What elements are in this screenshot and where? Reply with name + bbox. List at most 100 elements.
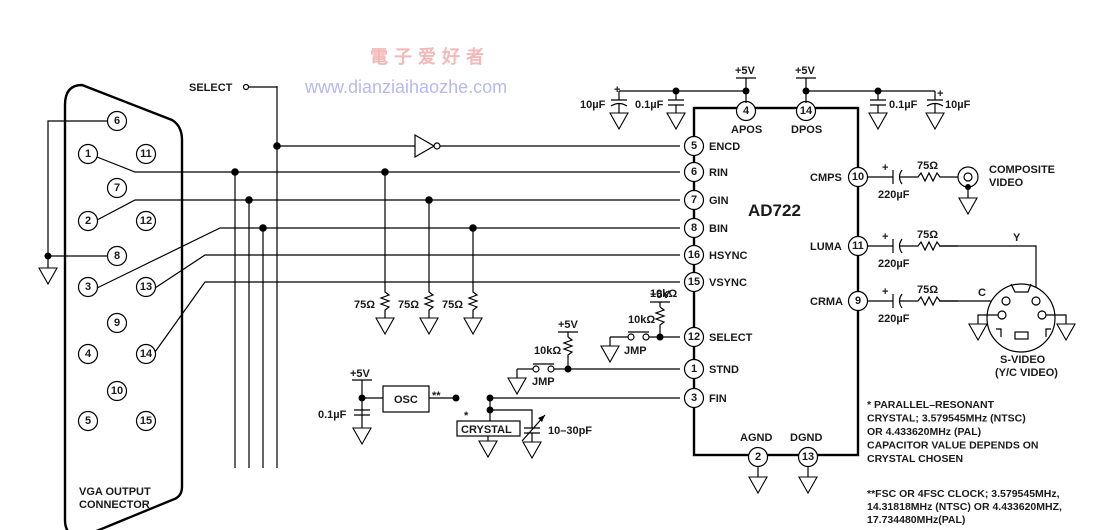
- svg-text:11: 11: [140, 148, 152, 160]
- svg-text:75Ω: 75Ω: [398, 299, 419, 311]
- wire-hsync: [154, 254, 680, 289]
- wire-gin: [96, 199, 680, 221]
- vga-title-line2: CONNECTOR: [79, 499, 150, 511]
- crystal-note-line: CAPACITOR VALUE DEPENDS ON: [867, 440, 1039, 452]
- ground-icon: [748, 476, 768, 494]
- vga-pin-6: 6: [106, 110, 128, 132]
- supply-select-label: +5V: [650, 289, 671, 301]
- svg-text:15: 15: [688, 276, 700, 288]
- vga-pin-7: 7: [106, 177, 128, 199]
- svg-text:*: *: [464, 410, 469, 422]
- vga-pin-13: 13: [135, 276, 157, 298]
- svg-text:VIDEO: VIDEO: [989, 177, 1024, 189]
- svg-text:APOS: APOS: [731, 124, 762, 136]
- svg-text:FIN: FIN: [709, 393, 727, 405]
- svg-text:6: 6: [691, 166, 697, 178]
- svg-text:75Ω: 75Ω: [442, 299, 463, 311]
- clock-note-line: 17.734480MHz(PAL): [867, 514, 965, 526]
- svg-text:CRYSTAL: CRYSTAL: [461, 424, 512, 436]
- chip-pin-cmps: 10 CMPS: [810, 166, 869, 188]
- svg-text:COMPOSITE: COMPOSITE: [989, 164, 1055, 176]
- svg-text:AGND: AGND: [740, 432, 772, 444]
- svg-text:10µF: 10µF: [580, 99, 606, 111]
- svg-text:+: +: [882, 286, 888, 298]
- vga-pin-11: 11: [135, 143, 157, 165]
- svg-text:RIN: RIN: [709, 167, 728, 179]
- select-terminal-icon: [242, 83, 250, 91]
- svg-text:+: +: [614, 84, 620, 96]
- vga-pin-10: 10: [106, 380, 128, 402]
- svg-text:9: 9: [855, 295, 861, 307]
- osc-box: [382, 385, 430, 413]
- termination-resistors: 75Ω 75Ω 75Ω: [354, 168, 483, 335]
- termination-resistor: 75Ω: [354, 168, 395, 335]
- wire-bin: [96, 227, 680, 289]
- pullup-select: 10kΩ JMP 10kΩ: [600, 288, 680, 363]
- svg-text:10kΩ: 10kΩ: [628, 314, 655, 326]
- svg-text:3: 3: [85, 281, 91, 293]
- wire-vsync: [154, 281, 680, 353]
- svg-text:5: 5: [85, 415, 91, 427]
- svg-text:LUMA: LUMA: [810, 241, 842, 253]
- vga-pin-14: 14: [135, 343, 157, 365]
- crystal-note-line: CRYSTAL; 3.579545MHz (NTSC): [867, 413, 1026, 425]
- svg-text:16: 16: [688, 249, 700, 261]
- vga-pin-5: 5: [77, 410, 99, 432]
- svg-text:3: 3: [691, 392, 697, 404]
- vga-pin-3: 3: [77, 276, 99, 298]
- termination-resistor: 75Ω: [442, 224, 483, 335]
- watermark-chinese: 電子爱好者: [370, 46, 490, 68]
- svg-text:**: **: [432, 390, 441, 402]
- inverter-icon: [414, 133, 436, 159]
- svg-text:0.1µF: 0.1µF: [635, 99, 664, 111]
- svg-text:GIN: GIN: [709, 195, 729, 207]
- svg-text:1: 1: [691, 363, 697, 375]
- svg-text:+: +: [882, 162, 888, 174]
- svg-text:10: 10: [852, 171, 864, 183]
- svg-text:75Ω: 75Ω: [917, 229, 938, 241]
- notes: * PARALLEL–RESONANT CRYSTAL; 3.579545MHz…: [867, 399, 1062, 526]
- vga-pin-8: 8: [106, 245, 128, 267]
- svg-text:12: 12: [140, 215, 152, 227]
- svg-text:8: 8: [691, 222, 697, 234]
- vga-gnd-wire: [47, 120, 108, 268]
- svg-text:7: 7: [114, 182, 120, 194]
- svg-text:14: 14: [140, 348, 153, 360]
- svg-text:S-VIDEO: S-VIDEO: [1000, 354, 1046, 366]
- svg-text:10: 10: [111, 385, 123, 397]
- svg-text:+5V: +5V: [558, 319, 579, 331]
- vga-pin-9: 9: [106, 312, 128, 334]
- svg-text:4: 4: [743, 105, 750, 117]
- svg-text:ENCD: ENCD: [709, 141, 740, 153]
- ground-icon: [38, 267, 58, 285]
- svg-text:DGND: DGND: [790, 432, 822, 444]
- svg-text:13: 13: [140, 281, 152, 293]
- select-input-label: SELECT: [189, 82, 233, 94]
- vga-pin-1: 1: [77, 143, 99, 165]
- svg-text:+5V: +5V: [795, 65, 816, 77]
- svg-text:75Ω: 75Ω: [354, 299, 375, 311]
- svg-text:220µF: 220µF: [878, 313, 910, 325]
- svg-text:SELECT: SELECT: [709, 332, 753, 344]
- svg-text:CMPS: CMPS: [810, 172, 842, 184]
- svg-text:+5V: +5V: [350, 368, 371, 380]
- pullup-stnd: +5V JMP 10kΩ: [507, 319, 680, 395]
- svg-text:(Y/C VIDEO): (Y/C VIDEO): [995, 367, 1058, 379]
- svg-text:8: 8: [114, 250, 120, 262]
- svg-text:+: +: [882, 231, 888, 243]
- svg-text:0.1µF: 0.1µF: [889, 99, 918, 111]
- svg-text:10µF: 10µF: [945, 99, 971, 111]
- vga-connector-shell: [63, 83, 184, 530]
- svg-text:10–30pF: 10–30pF: [548, 425, 592, 437]
- crystal-note-line: CRYSTAL CHOSEN: [867, 453, 963, 465]
- chip-pin-fin: 3 FIN: [683, 387, 727, 409]
